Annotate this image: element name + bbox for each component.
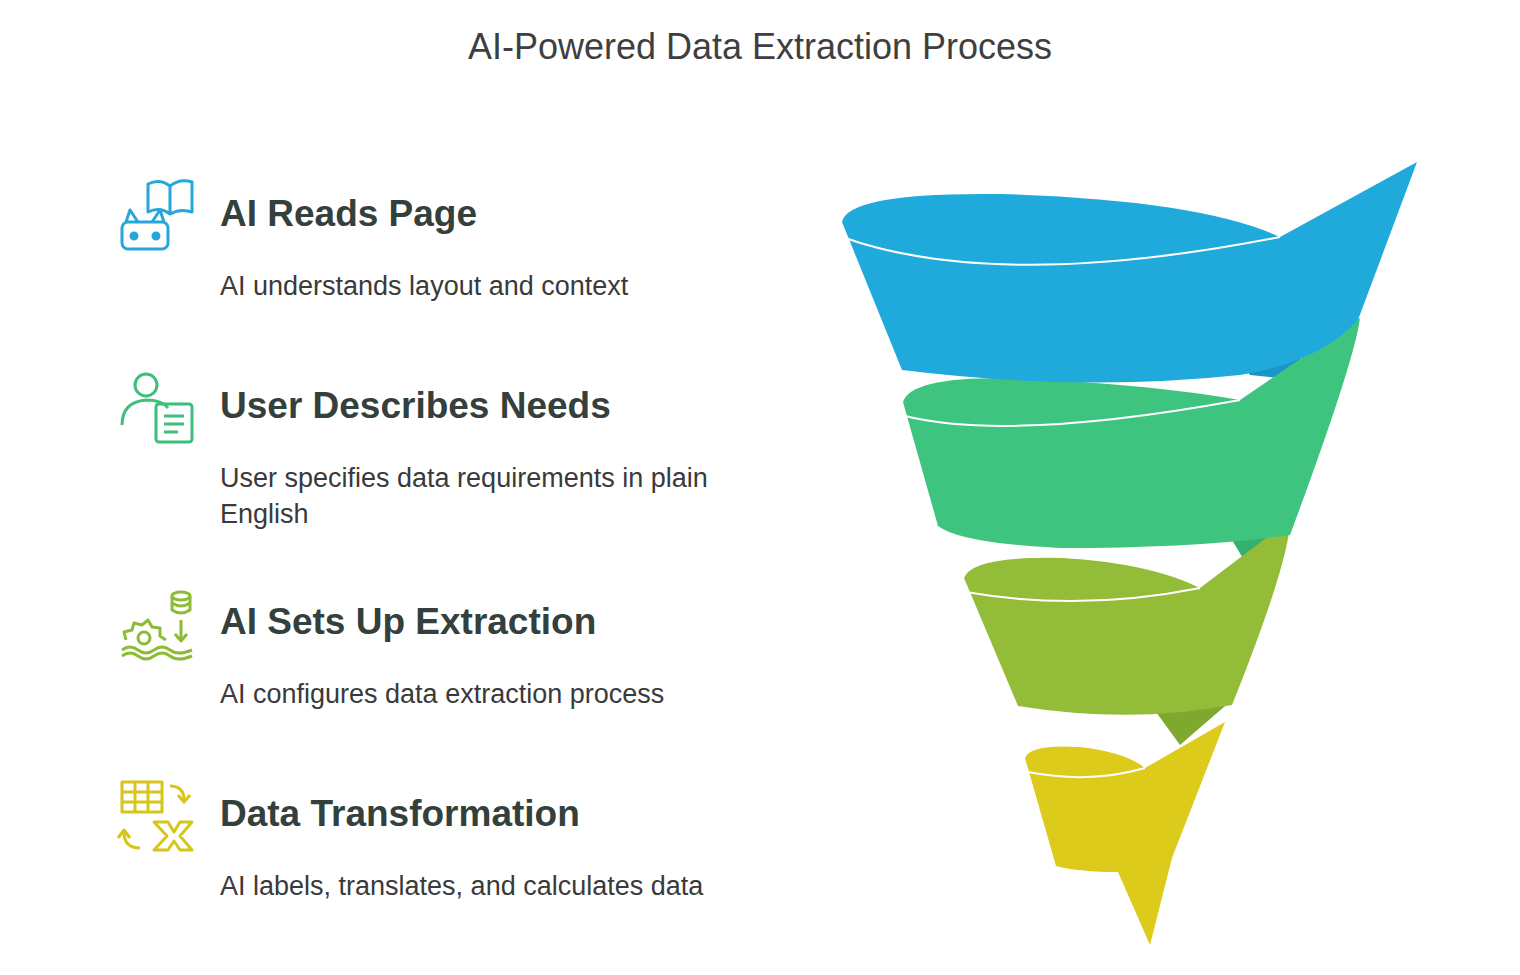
funnel-band-lime <box>964 520 1290 715</box>
table-symbol <box>122 782 162 812</box>
step-item: Data Transformation AI labels, translates… <box>220 792 790 904</box>
down-arrow <box>175 620 187 641</box>
robot-head <box>122 222 168 249</box>
book-symbol <box>148 181 192 214</box>
gear-database-icon <box>122 592 192 659</box>
diagram-title: AI-Powered Data Extraction Process <box>0 22 1520 72</box>
band-rim <box>905 400 1240 426</box>
turn-arrow <box>118 830 140 848</box>
robot-ears <box>126 210 164 222</box>
step-item: User Describes NeedsUser specifies data … <box>220 384 790 532</box>
step-heading: Data Transformation <box>220 792 790 836</box>
turn-arrow <box>170 786 190 802</box>
funnel-band-blue <box>842 162 1417 382</box>
robot-book-icon <box>122 181 192 249</box>
step-description: AI configures data extraction process <box>220 676 790 712</box>
step-description: AI understands layout and context <box>220 268 790 304</box>
robot-eye <box>131 233 137 239</box>
step-description: User specifies data requirements in plai… <box>220 460 790 532</box>
database-body <box>172 596 190 613</box>
wave-line <box>122 653 192 659</box>
step-item: AI Reads Page AI understands layout and c… <box>220 192 790 304</box>
band-rim <box>966 588 1200 601</box>
x-symbol <box>154 822 192 850</box>
step-description: AI labels, translates, and calculates da… <box>220 868 790 904</box>
table-transform-icon <box>118 782 192 850</box>
band-rim <box>845 237 1280 265</box>
document-symbol <box>156 404 192 442</box>
step-heading: AI Sets Up Extraction <box>220 600 790 644</box>
table-grid <box>122 782 162 812</box>
gear-symbol <box>124 620 166 640</box>
user-document-icon <box>122 374 192 442</box>
user-head <box>135 374 157 396</box>
band-rim <box>1028 768 1145 777</box>
step-heading: AI Reads Page <box>220 192 790 236</box>
step-item: AI Sets Up Extraction AI configures data … <box>220 600 790 712</box>
gear-hub <box>138 632 150 644</box>
step-heading: User Describes Needs <box>220 384 790 428</box>
robot-eye <box>153 233 159 239</box>
spiral-funnel <box>842 162 1417 945</box>
funnel-band-yellow <box>1025 722 1225 945</box>
database-top <box>172 592 190 600</box>
document-lines <box>164 416 184 432</box>
